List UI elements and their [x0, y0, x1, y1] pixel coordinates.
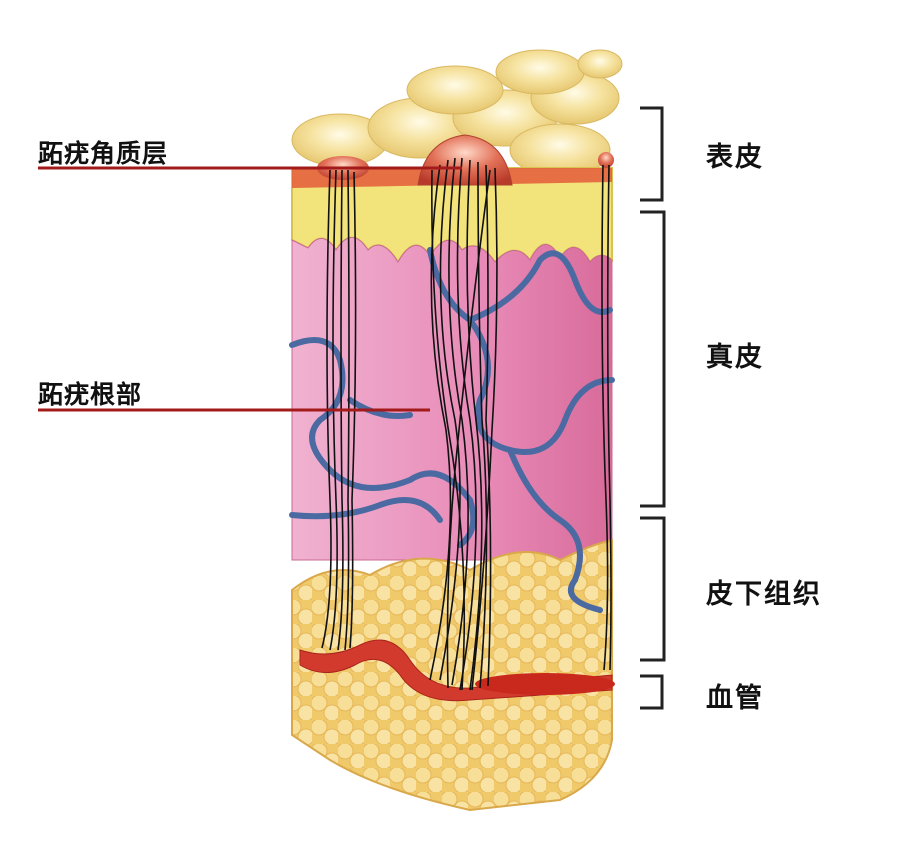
- wart-root-fibers: [321, 157, 612, 691]
- layer-brackets: [640, 106, 666, 710]
- label-subcutaneous: 皮下组织: [706, 579, 822, 610]
- bracket-epidermis: [640, 106, 664, 202]
- label-wart-root: 跖疣根部: [38, 380, 143, 409]
- bracket-subcutaneous: [640, 516, 666, 662]
- label-epidermis: 表皮: [706, 142, 764, 173]
- blue-vessels: [289, 247, 615, 613]
- label-wart-keratin-layer: 跖疣角质层: [38, 139, 169, 168]
- subcutaneous-layer: [291, 538, 613, 812]
- wart-large: [417, 134, 513, 186]
- bracket-blood-vessel: [640, 674, 664, 710]
- label-blood-vessel: 血管: [706, 683, 764, 714]
- dermis-layer: [291, 237, 613, 561]
- bracket-dermis: [640, 210, 666, 508]
- label-dermis: 真皮: [706, 342, 764, 373]
